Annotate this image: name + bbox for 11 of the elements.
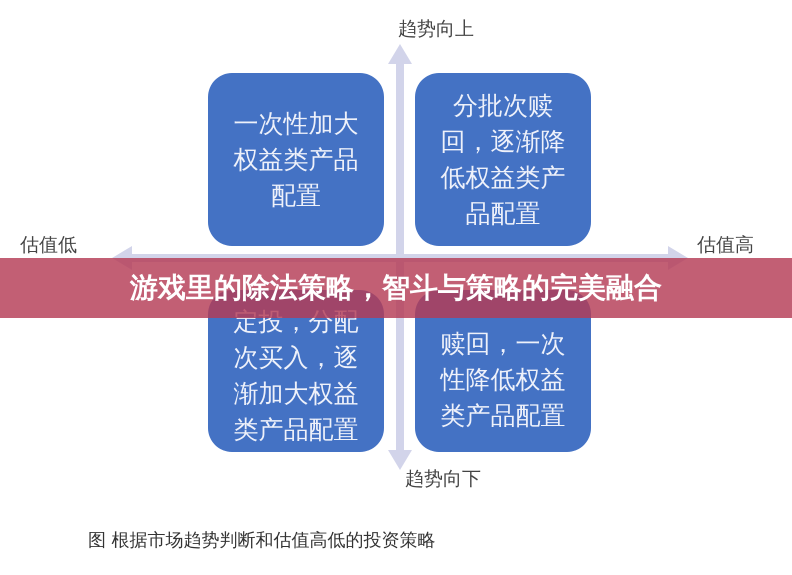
strategy-text: 一次性加大权益类产品配置 xyxy=(232,108,360,212)
strategy-text: 赎回，一次性降低权益类产品配置 xyxy=(439,328,566,432)
strategy-box xyxy=(208,73,384,246)
strategy-box xyxy=(415,73,591,246)
figure-caption: 图 根据市场趋势判断和估值高低的投资策略 xyxy=(88,529,436,552)
axis-label: 趋势向上 xyxy=(398,17,474,42)
title-banner: 游戏里的除法策略，智斗与策略的完美融合 xyxy=(0,258,792,318)
axis-label: 估值低 xyxy=(20,233,77,258)
strategy-text: 分批次赎回，逐渐降低权益类产品配置 xyxy=(440,90,566,230)
axis-label: 估值高 xyxy=(697,233,754,258)
axis-label: 趋势向下 xyxy=(405,467,481,492)
